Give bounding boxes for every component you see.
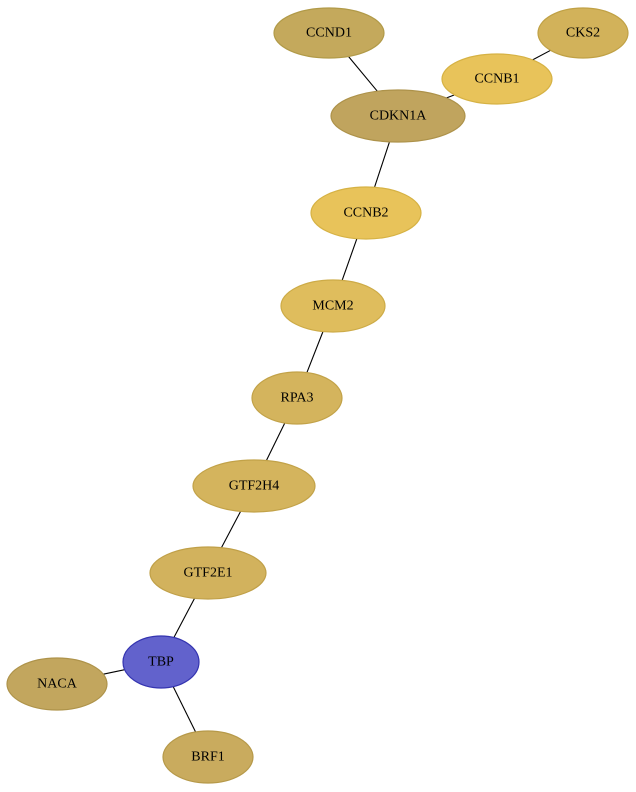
edge-ccnb2-mcm2 [341,238,358,281]
edge-cdkn1a-ccnb2 [373,141,391,188]
edge-ccnd1-cdkn1a [347,56,378,92]
node-ccnb2[interactable]: CCNB2 [310,186,422,240]
node-gtf2h4[interactable]: GTF2H4 [192,459,316,513]
node-ellipse[interactable] [537,7,629,59]
node-ellipse[interactable] [149,546,267,600]
edge-cks2-ccnb1 [532,49,551,61]
node-gtf2e1[interactable]: GTF2E1 [149,546,267,600]
edge-gtf2h4-gtf2e1 [220,511,242,548]
node-ellipse[interactable] [6,657,108,711]
node-label: BRF1 [191,750,224,765]
edge-ccnb1-cdkn1a [446,94,455,99]
node-rpa3[interactable]: RPA3 [251,371,343,425]
node-ccnb1[interactable]: CCNB1 [441,53,553,105]
node-ellipse[interactable] [280,279,386,333]
node-label: MCM2 [312,299,353,314]
node-label: RPA3 [281,391,314,406]
edge-mcm2-rpa3 [306,331,324,373]
node-label: TBP [148,655,174,670]
node-ellipse[interactable] [441,53,553,105]
node-ellipse[interactable] [192,459,316,513]
node-naca[interactable]: NACA [6,657,108,711]
node-mcm2[interactable]: MCM2 [280,279,386,333]
node-label: CCND1 [306,26,352,41]
node-label: CKS2 [566,26,600,41]
node-label: CCNB2 [343,206,388,221]
node-ellipse[interactable] [330,89,466,143]
node-ellipse[interactable] [251,371,343,425]
node-brf1[interactable]: BRF1 [162,730,254,784]
node-label: CDKN1A [370,109,428,124]
node-label: GTF2E1 [184,566,233,581]
node-ellipse[interactable] [162,730,254,784]
node-label: GTF2H4 [229,479,280,494]
node-cks2[interactable]: CKS2 [537,7,629,59]
node-ccnd1[interactable]: CCND1 [273,7,385,59]
node-cdkn1a[interactable]: CDKN1A [330,89,466,143]
edge-gtf2e1-tbp [173,598,196,638]
node-label: CCNB1 [474,72,519,87]
node-tbp[interactable]: TBP [122,635,200,689]
node-ellipse[interactable] [273,7,385,59]
edge-layer [103,49,551,733]
edge-tbp-naca [103,669,125,675]
node-label: NACA [37,677,78,692]
node-ellipse[interactable] [310,186,422,240]
node-ellipse[interactable] [122,635,200,689]
edge-tbp-brf1 [172,686,197,733]
edge-rpa3-gtf2h4 [265,422,286,461]
